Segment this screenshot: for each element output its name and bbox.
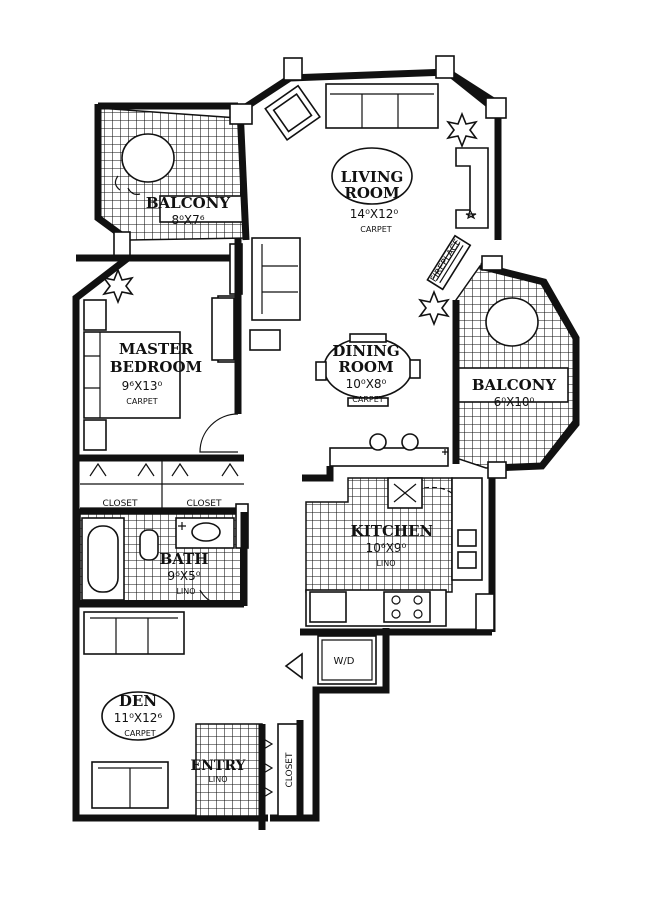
kitchen-dims: 10⁶X9⁰: [366, 541, 407, 555]
closet-left-label: CLOSET: [103, 499, 138, 509]
kitchen-bar: [329, 447, 449, 467]
bath: [76, 503, 249, 608]
balcony-right-name: BALCONY: [472, 376, 557, 394]
laundry: [284, 635, 377, 685]
plant-icon: [446, 111, 478, 149]
stove: [383, 591, 431, 623]
closet-right-label: CLOSET: [187, 499, 222, 509]
living-rug: [331, 147, 413, 205]
plant-icons: [102, 111, 478, 327]
sink: [457, 529, 477, 547]
dining-furniture: [315, 333, 421, 407]
room-labels: LIVING ROOM 14⁰X12⁰ CARPET DINING ROOM 1…: [103, 168, 557, 787]
balcony-right-dims: 6⁰X10⁰: [494, 395, 535, 409]
door-swing: [199, 413, 239, 453]
balcony-top-name: BALCONY: [146, 194, 231, 212]
sofa-left: [251, 237, 301, 321]
kitchen-name: KITCHEN: [351, 522, 434, 540]
balcony-right-table: [485, 297, 539, 347]
dining-room-name-2: ROOM: [338, 358, 393, 376]
master-dims: 9⁶X13⁰: [122, 379, 163, 393]
kitchen: [302, 433, 483, 627]
den-rug: [101, 691, 175, 741]
entry-floor: LINO: [208, 775, 227, 784]
wd-label: W/D: [334, 656, 355, 667]
closets: [76, 454, 244, 516]
master-name-1: MASTER: [119, 340, 194, 358]
plant-icon: [418, 289, 450, 327]
living-room-name-2: ROOM: [344, 184, 399, 202]
plant-icon: [102, 267, 134, 305]
dining-room-floor: CARPET: [352, 395, 383, 404]
bath-dims: 9⁶X5⁰: [167, 569, 200, 583]
media-unit: [426, 234, 472, 291]
den-dims: 11⁰X12⁶: [114, 711, 163, 725]
den-sofa: [83, 611, 185, 655]
sofa: [325, 83, 439, 129]
master-name-2: BEDROOM: [110, 358, 202, 376]
balcony-right: [455, 265, 575, 469]
living-furniture: [217, 83, 489, 363]
closet-entry-label: CLOSET: [285, 752, 295, 787]
entry-name: ENTRY: [190, 758, 246, 774]
master-bedroom: [76, 238, 242, 453]
toilet: [139, 529, 159, 561]
living-room-name-1: LIVING: [341, 168, 404, 186]
living-room-floor: CARPET: [360, 225, 391, 234]
den: [83, 611, 185, 809]
dining-room-dims: 10⁰X8⁰: [346, 377, 387, 391]
balcony-top-dims: 8⁰X7⁶: [171, 213, 204, 227]
bath-name: BATH: [160, 550, 209, 568]
master-floor: CARPET: [126, 397, 157, 406]
kitchen-floor: LINO: [376, 559, 395, 568]
den-floor: CARPET: [124, 729, 155, 738]
columns: [113, 55, 507, 631]
entry: [195, 720, 304, 830]
bath-floor: LINO: [176, 587, 195, 596]
living-room-dims: 14⁰X12⁰: [350, 207, 399, 221]
balcony-table: [121, 133, 175, 183]
den-name: DEN: [119, 692, 157, 710]
dining-room-name-1: DINING: [332, 342, 399, 360]
fireplace: [455, 147, 489, 229]
